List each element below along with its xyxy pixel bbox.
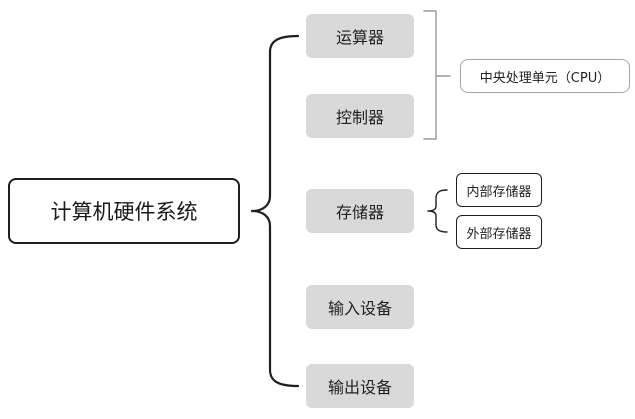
branch-node-input-devices: 输入设备 bbox=[306, 285, 414, 329]
cpu-group-bracket bbox=[423, 10, 437, 140]
branch-node-alu: 运算器 bbox=[306, 14, 414, 58]
root-node-hardware-system: 计算机硬件系统 bbox=[8, 178, 240, 244]
leaf-node-internal-memory: 内部存储器 bbox=[456, 173, 542, 207]
branch-node-output-devices: 输出设备 bbox=[306, 364, 414, 408]
branch-node-memory: 存储器 bbox=[306, 189, 414, 233]
cpu-group-node: 中央处理单元（CPU） bbox=[460, 59, 630, 93]
branch-node-control-unit: 控制器 bbox=[306, 94, 414, 138]
storage-brace-connector bbox=[427, 189, 448, 233]
leaf-node-external-storage: 外部存储器 bbox=[456, 215, 542, 249]
main-brace-connector bbox=[250, 34, 300, 388]
